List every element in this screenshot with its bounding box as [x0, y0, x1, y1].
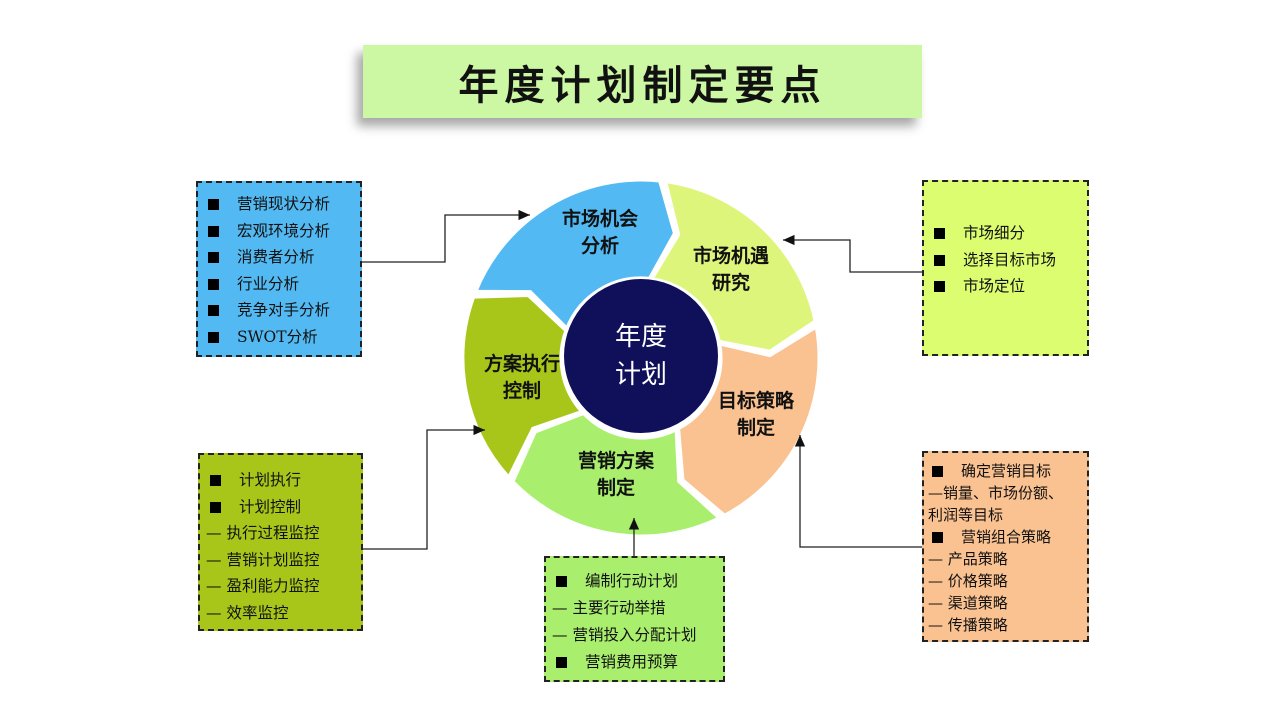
segment-label-3: 营销方案制定	[577, 450, 655, 499]
connector-analysis	[361, 209, 530, 263]
connector-control	[362, 424, 485, 550]
connector-strategy	[794, 435, 922, 548]
segment-label-4: 方案执行控制	[483, 353, 561, 402]
segment-label-0: 市场机会分析	[561, 208, 639, 257]
cycle-segment-2	[677, 324, 821, 518]
cycle-segment-0	[473, 178, 677, 331]
cycle-segment-3	[511, 411, 722, 538]
program-box: 编制行动计划 — 主要行动举措 — 营销投入分配计划 营销费用预算	[544, 556, 725, 682]
research-box: 市场细分 选择目标市场 市场定位	[922, 180, 1089, 356]
control-box: 计划执行 计划控制 — 执行过程监控 — 营销计划监控 — 盈利能力监控 — 效…	[198, 453, 363, 631]
segment-label-2: 目标策略制定	[717, 390, 795, 439]
connector-research	[783, 234, 922, 273]
cycle-segment-1	[649, 179, 817, 353]
page-title: 年度计划制定要点	[363, 45, 922, 118]
segment-label-1: 市场机遇研究	[692, 245, 770, 294]
center-circle: 年度计划	[564, 279, 718, 433]
analysis-box: 营销现状分析 宏观环境分析 消费者分析 行业分析 竞争对手分析 SWOT分析	[196, 181, 362, 357]
strategy-box: 确定营销目标 —销量、市场份额、 利润等目标 营销组合策略 — 产品策略 — 价…	[922, 451, 1089, 642]
